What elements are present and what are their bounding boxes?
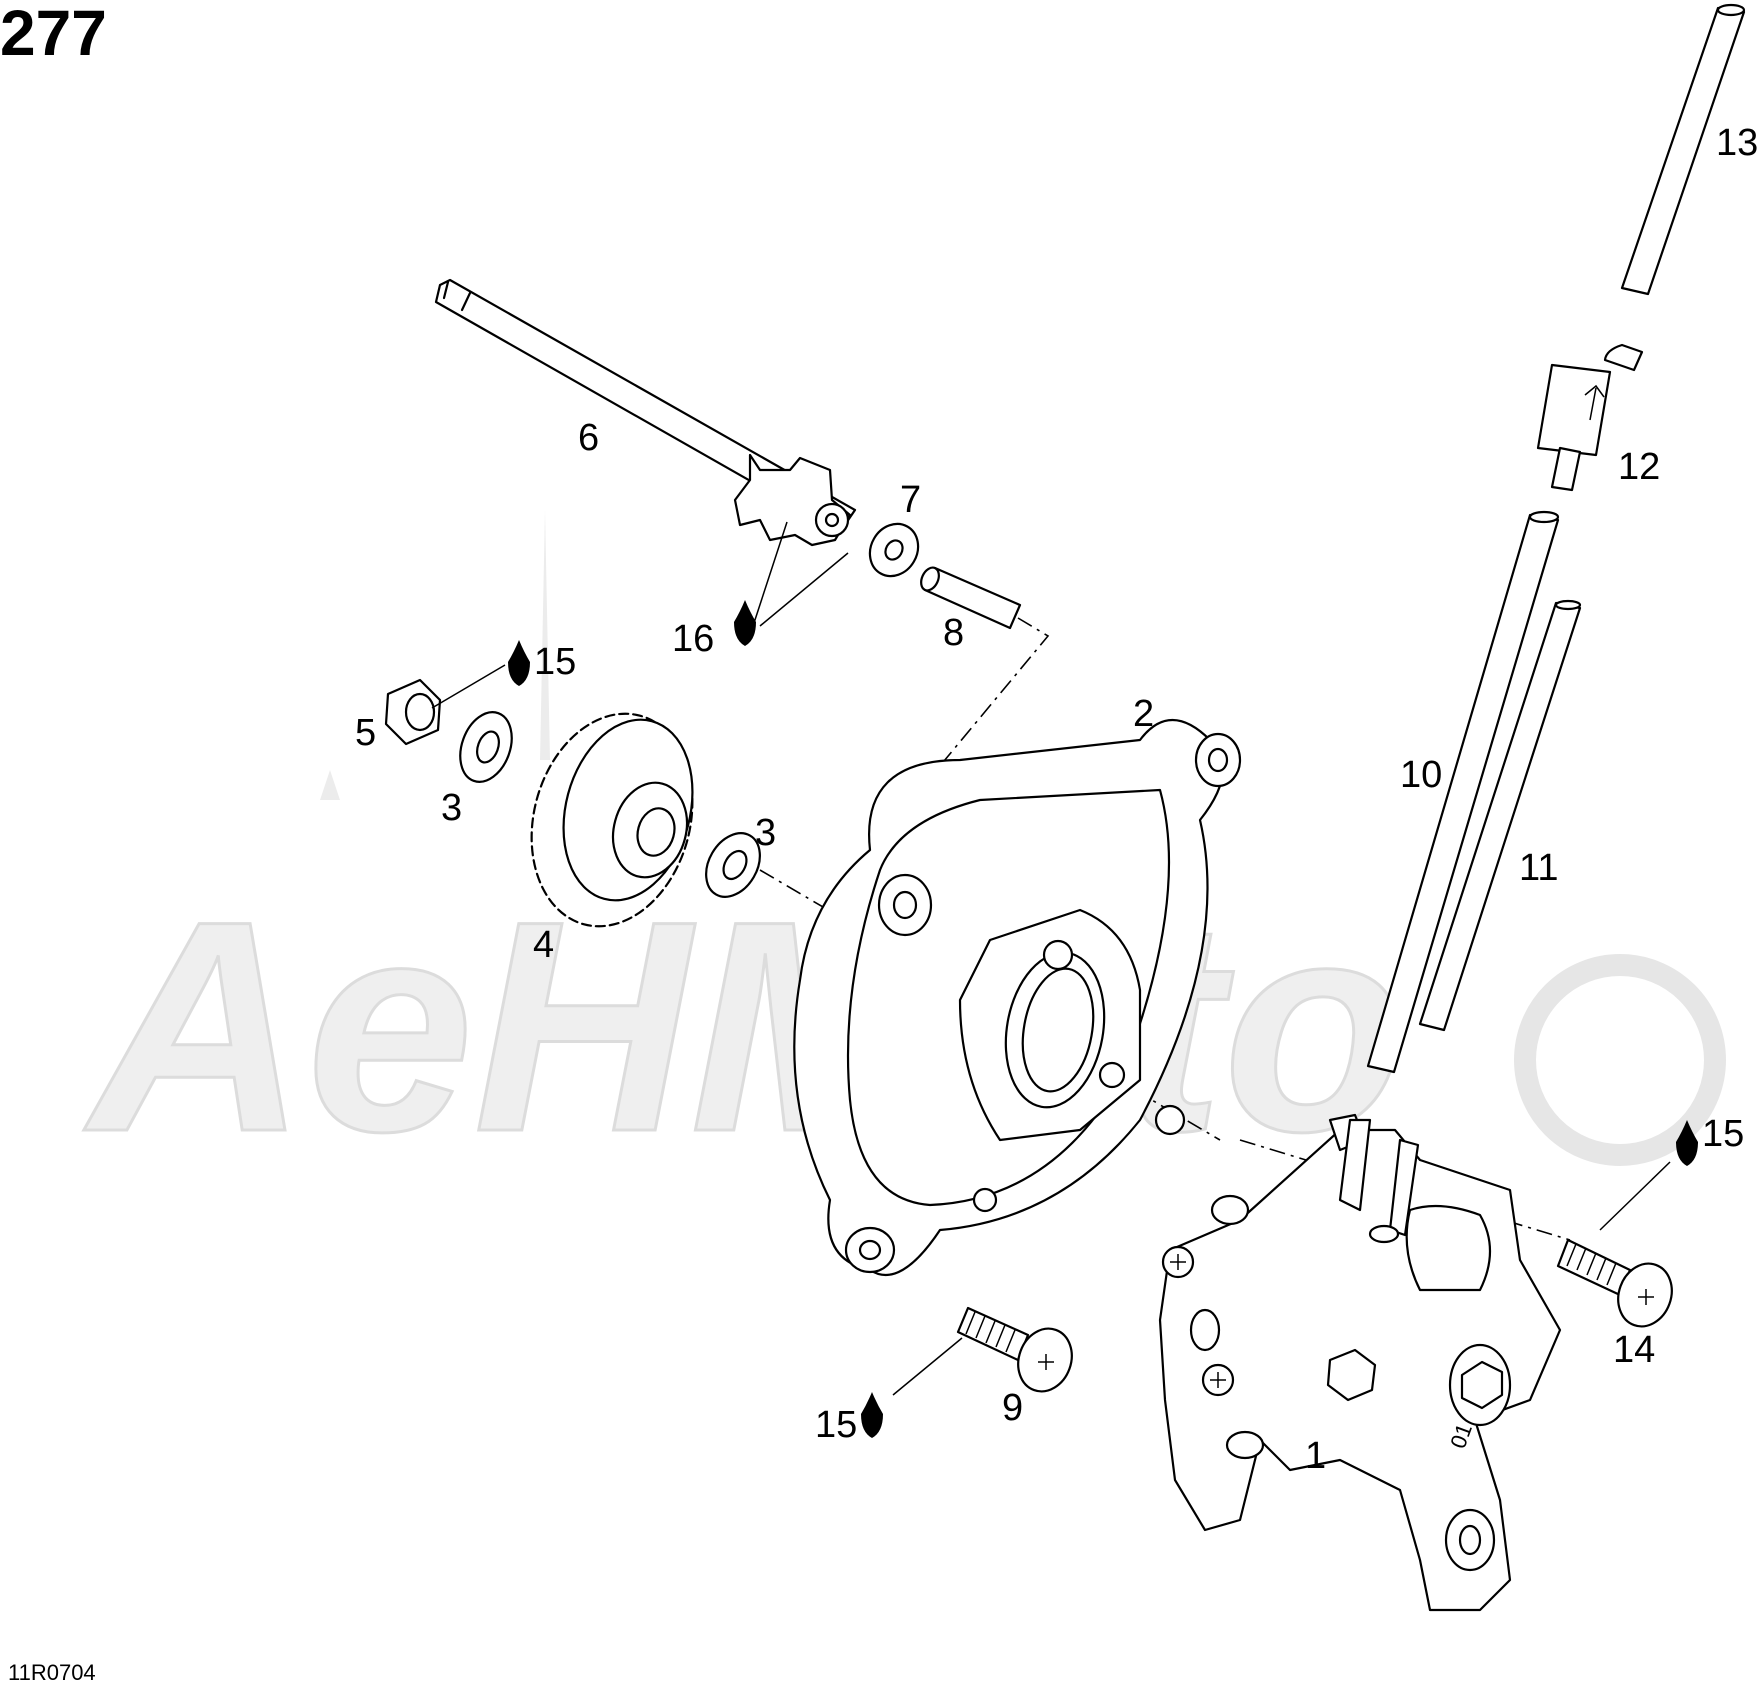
watermark-wheel (1514, 954, 1726, 1166)
part-10-hose (1366, 510, 1560, 1074)
part-6-pump-shaft (434, 278, 857, 547)
callout-9: 9 (1002, 1387, 1023, 1429)
oil-drop-icon-15-right (1676, 1120, 1698, 1166)
part-8-pin (920, 566, 1022, 630)
callout-3-right: 3 (755, 812, 776, 854)
oil-drop-icon-15-upper (508, 640, 530, 686)
part-3-washer-upper (459, 711, 513, 783)
callout-5: 5 (355, 712, 376, 754)
part-9-screw (956, 1306, 1073, 1393)
callout-3-left: 3 (441, 787, 462, 829)
part-13-hose (1620, 3, 1746, 296)
part-3-washer-lower (705, 832, 761, 898)
callout-16: 16 (672, 618, 714, 660)
part-5-nut (384, 678, 442, 746)
oil-drop-icon-15-lower (861, 1392, 883, 1438)
leader-lines (431, 521, 1671, 1396)
part-12-fuel-filter (1536, 343, 1644, 492)
callout-12: 12 (1618, 446, 1660, 488)
part-1-oil-pump: 01 (1158, 1113, 1562, 1612)
callout-2: 2 (1133, 693, 1154, 735)
callout-4: 4 (533, 924, 554, 966)
callout-8: 8 (943, 612, 964, 654)
callout-11: 11 (1519, 847, 1558, 889)
callout-7: 7 (900, 479, 921, 521)
drawing-code: 11R0704 (8, 1660, 96, 1685)
part-2-pump-housing (793, 718, 1242, 1276)
callout-15-upper: 15 (534, 641, 576, 683)
callout-13: 13 (1716, 122, 1758, 164)
part-7-washer (868, 522, 920, 578)
oil-drop-icon-16 (734, 600, 756, 646)
callout-14: 14 (1613, 1329, 1655, 1371)
callout-1: 1 (1305, 1435, 1326, 1477)
callout-10: 10 (1400, 754, 1442, 796)
part-11-hose (1418, 599, 1582, 1032)
diagram-number: 277 (0, 0, 107, 69)
callout-labels: 1 2 3 3 4 5 6 7 8 9 10 11 12 13 14 15 15… (355, 122, 1758, 1477)
callout-15-lower: 15 (815, 1404, 857, 1446)
part-14-screw (1556, 1238, 1673, 1328)
callout-6: 6 (578, 417, 599, 459)
callout-15-right: 15 (1702, 1113, 1744, 1155)
part-4-drive-gear (530, 712, 694, 928)
